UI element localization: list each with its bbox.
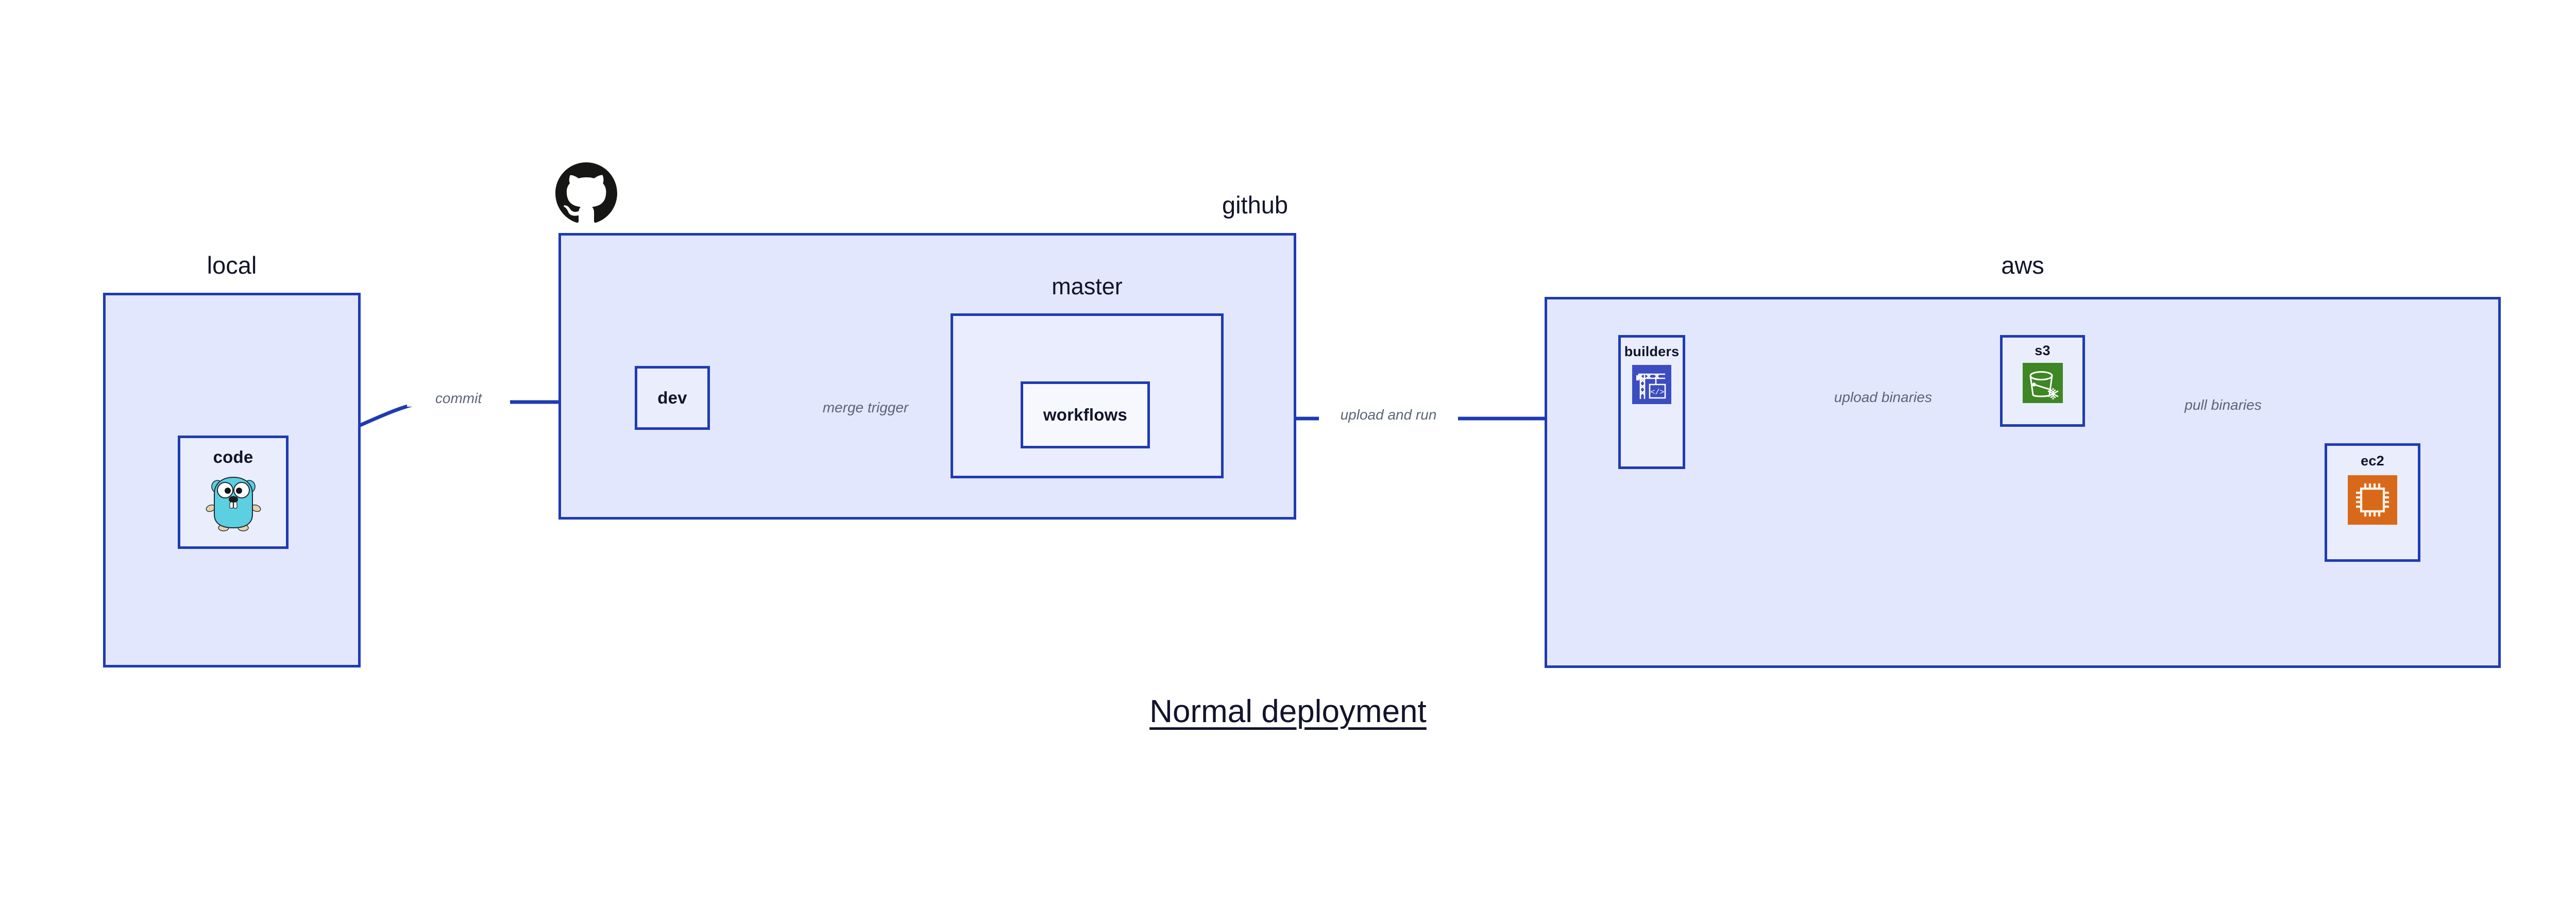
edge-label-upload-and-run: upload and run: [1319, 407, 1458, 423]
group-title-aws: aws: [2001, 252, 2044, 279]
node-label-s3: s3: [2035, 343, 2050, 358]
node-ec2[interactable]: ec2: [2325, 443, 2420, 562]
node-label-ec2: ec2: [2361, 453, 2384, 469]
edge-label-merge-trigger: merge trigger: [806, 399, 925, 416]
aws-ec2-icon: [2348, 475, 2397, 525]
node-label-workflows: workflows: [1043, 405, 1128, 424]
node-label-dev: dev: [657, 388, 687, 407]
group-local: [103, 293, 361, 667]
aws-s3-glacier-icon: [2022, 363, 2063, 403]
edge-label-upload-binaries: upload binaries: [1816, 389, 1950, 406]
node-workflows[interactable]: workflows: [1021, 381, 1150, 448]
node-code[interactable]: code: [178, 436, 289, 549]
diagram-caption: Normal deployment: [1149, 694, 1427, 729]
edge-label-commit: commit: [407, 390, 510, 407]
group-title-local: local: [207, 252, 257, 279]
edge-label-pull-binaries: pull binaries: [2164, 397, 2282, 413]
node-dev[interactable]: dev: [635, 366, 710, 430]
go-gopher-icon: [206, 476, 261, 531]
node-builders[interactable]: builders </>: [1618, 335, 1685, 469]
aws-codebuild-icon: </>: [1632, 365, 1671, 404]
github-octocat-logo: [555, 162, 617, 224]
node-label-code: code: [213, 447, 253, 466]
node-s3[interactable]: s3: [2000, 335, 2085, 427]
group-title-master: master: [1052, 273, 1123, 299]
group-title-github: github: [1222, 191, 1288, 219]
svg-text:</>: </>: [1650, 388, 1664, 397]
node-label-builders: builders: [1624, 344, 1680, 359]
